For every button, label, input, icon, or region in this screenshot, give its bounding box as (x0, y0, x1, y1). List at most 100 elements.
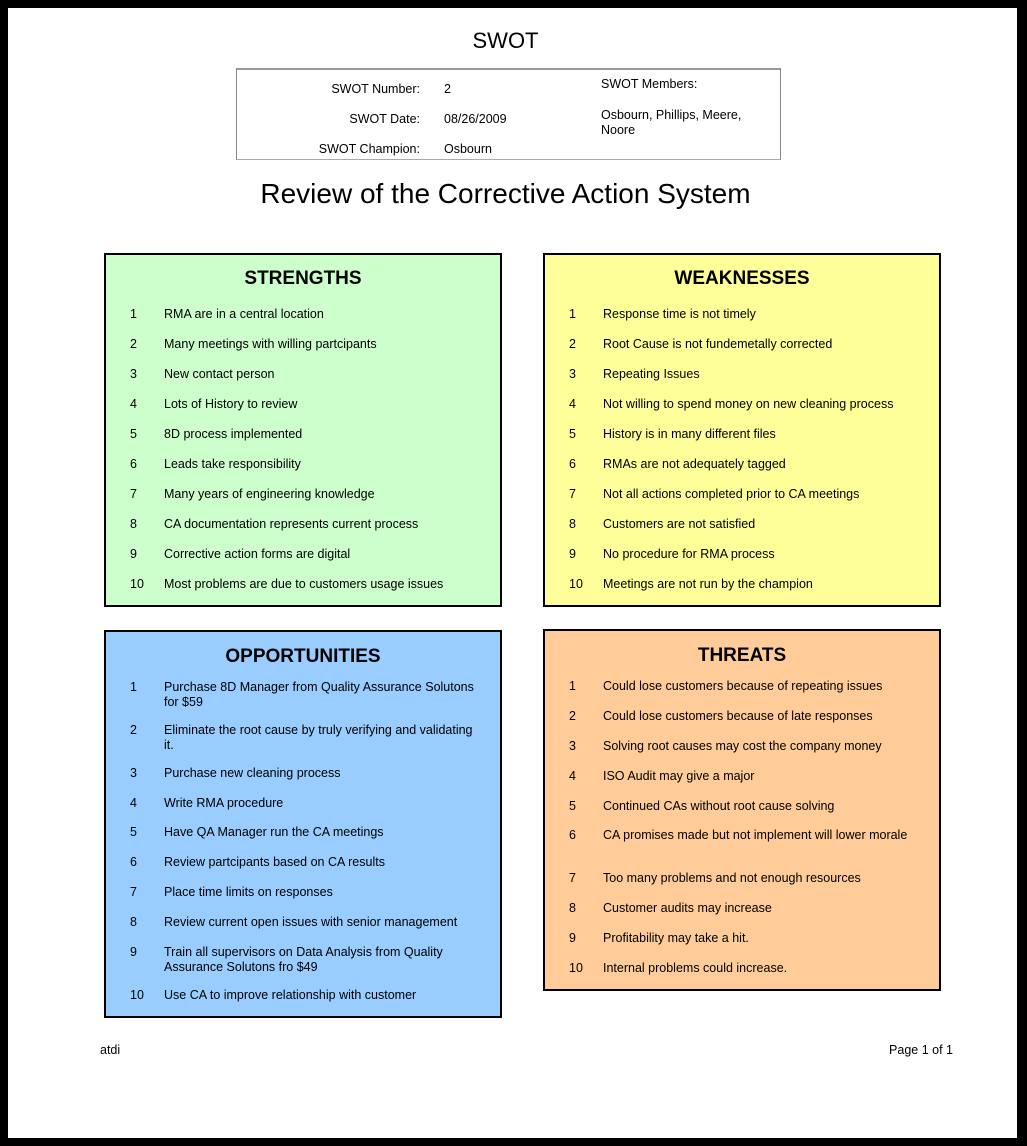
weaknesses-item-number: 1 (569, 307, 576, 321)
weaknesses-title: WEAKNESSES (674, 268, 810, 289)
opportunities-item-number: 8 (130, 915, 137, 929)
opportunities-item-text: Eliminate the root cause by truly verify… (164, 723, 473, 752)
strengths-item-text: 8D process implemented (164, 427, 303, 441)
weaknesses-item-number: 3 (569, 367, 576, 381)
weaknesses-item-text: Meetings are not run by the champion (603, 577, 813, 591)
threats-item-text: Could lose customers because of late res… (603, 709, 873, 723)
opportunities-item-text: Write RMA procedure (164, 796, 284, 810)
weaknesses-item-number: 4 (569, 397, 576, 411)
strengths-item-number: 1 (130, 307, 137, 321)
threats-item-number: 6 (569, 828, 576, 842)
opportunities-item-number: 1 (130, 680, 137, 694)
weaknesses-item-number: 9 (569, 547, 576, 561)
threats-item-text: ISO Audit may give a major (603, 769, 755, 783)
threats-item-number: 3 (569, 739, 576, 753)
weaknesses-item-text: Customers are not satisfied (603, 517, 756, 531)
threats-item-number: 7 (569, 871, 576, 885)
swot-info-box: SWOT Number: 2 SWOT Date: 08/26/2009 SWO… (236, 68, 781, 160)
weaknesses-item-number: 2 (569, 337, 576, 351)
strengths-item-number: 9 (130, 547, 137, 561)
threats-item-number: 1 (569, 679, 576, 693)
strengths-item-text: RMA are in a central location (164, 307, 324, 321)
threats-item-number: 8 (569, 901, 576, 915)
threats-item-number: 2 (569, 709, 576, 723)
strengths-title: STRENGTHS (244, 268, 362, 289)
opportunities-item-text: Place time limits on responses (164, 885, 333, 899)
opportunities-item-number: 5 (130, 825, 137, 839)
opportunities-item-number: 7 (130, 885, 137, 899)
weaknesses-item-number: 6 (569, 457, 576, 471)
weaknesses-item-text: Response time is not timely (603, 307, 756, 321)
weaknesses-quadrant: WEAKNESSES 1 Response time is not timely 2… (543, 253, 941, 607)
opportunities-quadrant: OPPORTUNITIES 1 Purchase 8D Manager from … (104, 630, 502, 1018)
opportunities-item-text: Review partcipants based on CA results (164, 855, 385, 869)
opportunities-item-text: Purchase new cleaning process (164, 766, 341, 780)
strengths-item-number: 10 (130, 577, 144, 591)
strengths-item-text: Corrective action forms are digital (164, 547, 351, 561)
opportunities-item-number: 10 (130, 988, 144, 1002)
swot-date-label: SWOT Date: (349, 112, 420, 126)
weaknesses-item-text: Not willing to spend money on new cleani… (603, 397, 894, 411)
threats-item-text: Profitability may take a hit. (603, 931, 749, 945)
threats-item-text: Solving root causes may cost the company… (603, 739, 882, 753)
opportunities-item-text: Train all supervisors on Data Analysis f… (164, 945, 443, 974)
swot-date-value: 08/26/2009 (444, 112, 507, 126)
threats-title: THREATS (697, 645, 787, 666)
opportunities-item-text: Purchase 8D Manager from Quality Assuran… (164, 680, 474, 709)
opportunities-item-text: Use CA to improve relationship with cust… (164, 988, 417, 1002)
opportunities-item-number: 2 (130, 723, 137, 737)
swot-members-label: SWOT Members: (601, 77, 698, 91)
strengths-item-number: 7 (130, 487, 137, 501)
weaknesses-item-text: Not all actions completed prior to CA me… (603, 487, 860, 501)
threats-item-text: CA promises made but not implement will … (603, 828, 908, 842)
swot-number-label: SWOT Number: (331, 82, 420, 96)
strengths-item-text: Most problems are due to customers usage… (164, 577, 444, 591)
strengths-item-text: Lots of History to review (164, 397, 298, 411)
document-title: SWOT (472, 28, 539, 53)
strengths-item-number: 6 (130, 457, 137, 471)
strengths-item-text: Many years of engineering knowledge (164, 487, 375, 501)
swot-number-value: 2 (444, 82, 451, 96)
opportunities-item-text: Have QA Manager run the CA meetings (164, 825, 384, 839)
threats-item-number: 10 (569, 961, 583, 975)
weaknesses-item-text: RMAs are not adequately tagged (603, 457, 786, 471)
strengths-item-text: Many meetings with willing partcipants (164, 337, 377, 351)
threats-item-text: Continued CAs without root cause solving (603, 799, 835, 813)
swot-champion-label: SWOT Champion: (318, 142, 420, 156)
threats-item-number: 5 (569, 799, 576, 813)
threats-item-text: Too many problems and not enough resourc… (603, 871, 861, 885)
strengths-item-text: New contact person (164, 367, 275, 381)
weaknesses-item-number: 8 (569, 517, 576, 531)
weaknesses-item-text: History is in many different files (603, 427, 776, 441)
threats-item-text: Could lose customers because of repeatin… (603, 679, 883, 693)
footer-page-number: Page 1 of 1 (889, 1043, 953, 1057)
weaknesses-item-number: 7 (569, 487, 576, 501)
strengths-item-number: 2 (130, 337, 137, 351)
opportunities-item-number: 4 (130, 796, 137, 810)
opportunities-item-number: 3 (130, 766, 137, 780)
opportunities-item-text: Review current open issues with senior m… (164, 915, 458, 929)
threats-item-text: Internal problems could increase. (603, 961, 788, 975)
strengths-item-number: 8 (130, 517, 137, 531)
threats-item-number: 9 (569, 931, 576, 945)
footer-company: atdi (100, 1043, 121, 1057)
strengths-item-number: 4 (130, 397, 137, 411)
opportunities-item-number: 6 (130, 855, 137, 869)
opportunities-item-number: 9 (130, 945, 137, 959)
threats-item-number: 4 (569, 769, 576, 783)
swot-champion-value: Osbourn (444, 142, 492, 156)
main-title: Review of the Corrective Action System (260, 178, 751, 209)
strengths-quadrant: STRENGTHS 1 RMA are in a central location… (104, 253, 502, 607)
weaknesses-item-text: Root Cause is not fundemetally corrected (603, 337, 833, 351)
opportunities-title: OPPORTUNITIES (225, 646, 381, 667)
swot-members-value: Osbourn, Phillips, Meere, Noore (601, 108, 742, 137)
weaknesses-item-number: 10 (569, 577, 583, 591)
weaknesses-item-number: 5 (569, 427, 576, 441)
weaknesses-item-text: No procedure for RMA process (603, 547, 775, 561)
strengths-item-text: CA documentation represents current proc… (164, 517, 419, 531)
strengths-item-text: Leads take responsibility (164, 457, 301, 471)
threats-item-text: Customer audits may increase (603, 901, 772, 915)
strengths-item-number: 3 (130, 367, 137, 381)
weaknesses-item-text: Repeating Issues (603, 367, 700, 381)
